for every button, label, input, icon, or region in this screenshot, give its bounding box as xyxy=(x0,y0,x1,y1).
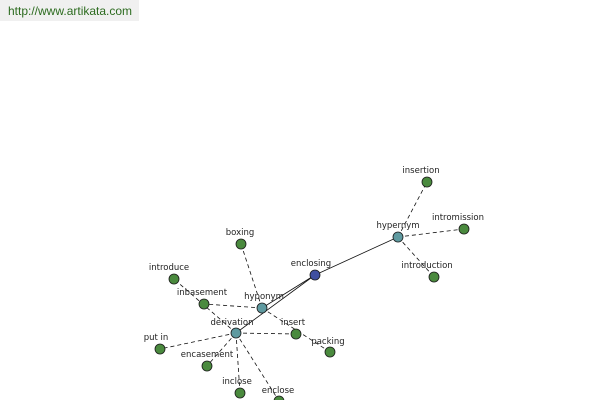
node-insert[interactable] xyxy=(290,328,302,340)
edge-derivation-inclose xyxy=(235,332,241,394)
node-inbasement[interactable] xyxy=(198,298,210,310)
node-label-introduction[interactable]: introduction xyxy=(401,261,452,271)
node-label-introduce[interactable]: introduce xyxy=(149,263,189,273)
node-boxing[interactable] xyxy=(235,238,247,250)
node-label-boxing[interactable]: boxing xyxy=(226,228,255,238)
edge-enclosing-derivation xyxy=(235,274,316,334)
node-introduction[interactable] xyxy=(428,271,440,283)
node-hypernym[interactable] xyxy=(392,231,404,243)
node-label-hypernym[interactable]: hypernym xyxy=(376,221,419,231)
node-introduce[interactable] xyxy=(168,273,180,285)
graph-nodes xyxy=(154,176,470,400)
edge-derivation-encasement xyxy=(206,332,237,367)
edge-hyponym-inbasement xyxy=(203,303,263,309)
edge-hypernym-insertion xyxy=(397,181,428,238)
node-label-enclosing[interactable]: enclosing xyxy=(291,259,331,269)
url-bar: http://www.artikata.com xyxy=(0,0,139,21)
node-enclose[interactable] xyxy=(273,395,285,400)
edge-enclosing-hypernym xyxy=(314,236,399,276)
node-put-in[interactable] xyxy=(154,343,166,355)
node-hyponym[interactable] xyxy=(256,302,268,314)
edge-derivation-put-in xyxy=(159,332,237,350)
node-label-insert[interactable]: insert xyxy=(281,318,306,328)
edge-hyponym-boxing xyxy=(240,243,263,309)
node-encasement[interactable] xyxy=(201,360,213,372)
edge-enclosing-hyponym xyxy=(261,274,316,309)
node-label-enclose[interactable]: enclose xyxy=(262,386,295,396)
node-label-insertion[interactable]: insertion xyxy=(402,166,439,176)
edge-hypernym-introduction xyxy=(397,236,435,278)
node-label-intromission[interactable]: intromission xyxy=(432,213,484,223)
node-intromission[interactable] xyxy=(458,223,470,235)
node-label-encasement[interactable]: encasement xyxy=(181,350,234,360)
node-derivation[interactable] xyxy=(230,327,242,339)
node-insertion[interactable] xyxy=(421,176,433,188)
node-label-inclose[interactable]: inclose xyxy=(222,377,252,387)
edge-derivation-insert xyxy=(235,332,297,335)
node-label-hyponym[interactable]: hyponym xyxy=(244,292,284,302)
graph-labels: enclosing hypernym hyponym derivation insert… xyxy=(144,166,484,396)
node-label-inbasement[interactable]: inbasement xyxy=(177,288,228,298)
node-label-packing[interactable]: packing xyxy=(311,337,344,347)
node-label-derivation[interactable]: derivation xyxy=(210,318,253,328)
node-packing[interactable] xyxy=(324,346,336,358)
site-url[interactable]: http://www.artikata.com xyxy=(8,4,133,18)
node-enclosing[interactable] xyxy=(309,269,321,281)
graph-edges xyxy=(159,181,465,400)
node-label-put-in[interactable]: put in xyxy=(144,333,169,343)
node-inclose[interactable] xyxy=(234,387,246,399)
